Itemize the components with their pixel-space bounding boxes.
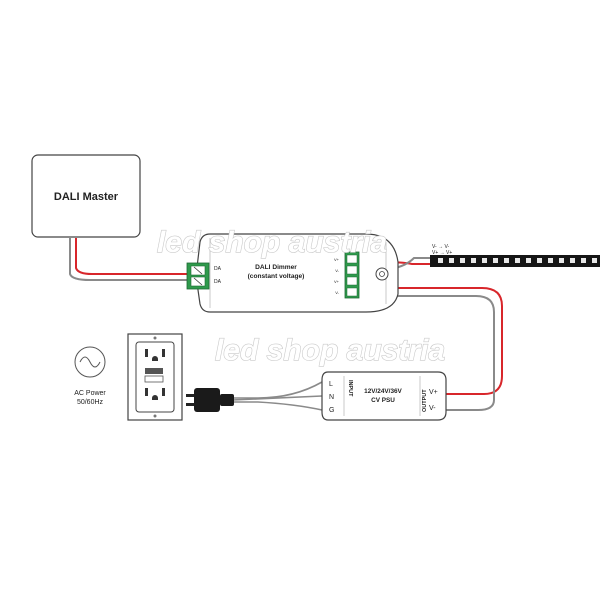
dali-bus-wire-grey (69, 238, 192, 281)
mains-wire-g (232, 401, 323, 411)
ac-power-label-line1: AC Power (74, 390, 106, 397)
psu-housing (321, 371, 447, 421)
led-chip (460, 258, 465, 263)
dimmer-out-label-2: V- (335, 268, 339, 273)
dimmer-input-terminal (186, 262, 210, 290)
dimmer-title-line1: DALI Dimmer (255, 264, 297, 271)
led-chip (570, 258, 575, 263)
strip-pin-label-top: V- → V- (432, 244, 450, 250)
dimmer-mount-hole (375, 267, 389, 281)
socket-ground-top (152, 356, 158, 361)
dali-dimmer: DA DA DALI Dimmer (constant voltage) V+ … (186, 233, 399, 313)
socket-ground-bottom (152, 395, 158, 400)
dimmer-title-line2: (constant voltage) (248, 273, 305, 280)
psu-in-g: G (329, 407, 334, 414)
plug-prong-bottom (186, 403, 194, 406)
dimmer-out-label-4: V- (335, 290, 339, 295)
outlet-test-button (145, 368, 163, 374)
led-chip (438, 258, 443, 263)
led-chip (482, 258, 487, 263)
outlet-reset-button (144, 375, 164, 383)
power-plug (186, 388, 234, 412)
dimmer-da-label-2: DA (214, 279, 222, 285)
psu-in-l: L (329, 381, 333, 388)
dimmer-da-label-1: DA (214, 266, 222, 272)
sine-wave-icon (79, 356, 101, 368)
led-chip (515, 258, 520, 263)
dali-master: DALI Master (31, 154, 141, 238)
psu-out-neg: V- (429, 405, 436, 412)
wall-outlet (127, 333, 183, 421)
ac-power: AC Power 50/60Hz (74, 346, 106, 406)
led-chip (526, 258, 531, 263)
outlet-screw-top (153, 336, 157, 340)
led-chip (559, 258, 564, 263)
socket-slot-top-right (162, 349, 165, 357)
dimmer-out-label-1: V+ (334, 257, 340, 262)
led-chip (537, 258, 542, 263)
led-chip (581, 258, 586, 263)
led-chips (438, 258, 597, 263)
plug-body (194, 388, 220, 412)
socket-slot-top-left (145, 349, 148, 357)
dali-master-box (31, 154, 141, 238)
psu-input-label: INPUT (347, 380, 353, 397)
led-chip (592, 258, 597, 263)
socket-slot-bottom-right (162, 388, 165, 396)
psu-output-label: OUTPUT (422, 389, 428, 412)
psu-title-line2: CV PSU (371, 397, 395, 404)
plug-prong-top (186, 394, 194, 397)
ac-power-label-line2: 50/60Hz (77, 399, 104, 406)
psu-title-line1: 12V/24V/36V (364, 388, 402, 395)
led-chip (493, 258, 498, 263)
mains-wire-n (231, 395, 323, 401)
led-chip (548, 258, 553, 263)
led-strip: V- → V- V+ → V+ (430, 244, 600, 267)
watermark: led shop austria led shop austria (156, 225, 445, 367)
dali-bus-wire-red (75, 238, 192, 275)
dimmer-output-terminal (344, 251, 360, 299)
strip-pin-label-bottom: V+ → V+ (432, 250, 452, 256)
mains-wire-l (232, 381, 323, 399)
psu-in-n: N (329, 394, 334, 401)
led-chip (471, 258, 476, 263)
plug-strain-relief (220, 394, 234, 406)
dimmer-out-label-3: V+ (334, 279, 340, 284)
cv-psu: L N G INPUT 12V/24V/36V CV PSU OUTPUT V+… (321, 371, 447, 421)
dali-master-label: DALI Master (54, 191, 119, 203)
outlet-screw-bottom (153, 414, 157, 418)
psu-out-pos: V+ (429, 389, 438, 396)
watermark-text-top: led shop austria (157, 226, 387, 259)
socket-slot-bottom-left (145, 388, 148, 396)
watermark-text-mid: led shop austria (215, 334, 445, 367)
led-chip (504, 258, 509, 263)
led-chip (449, 258, 454, 263)
